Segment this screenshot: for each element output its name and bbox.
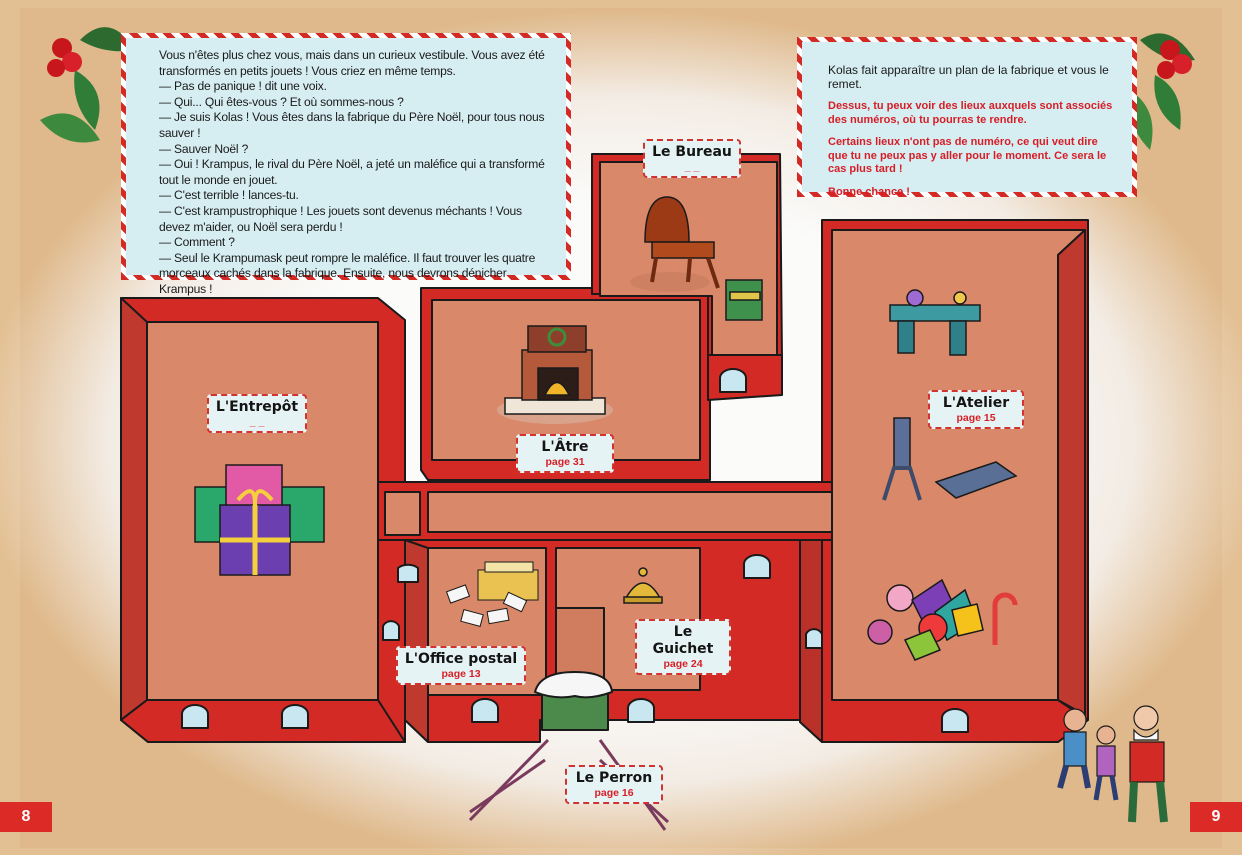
info-line: Certains lieux n'ont pas de numéro, ce q… [828, 136, 1107, 175]
workbench-icon [889, 289, 981, 356]
letters-icon [445, 561, 539, 627]
label-page: page 31 [545, 456, 585, 468]
page-number-right: 9 [1190, 802, 1242, 832]
windows [181, 368, 969, 733]
story-line: — Pas de panique ! dit une voix. [159, 79, 327, 94]
label-bureau[interactable]: Le Bureau _ _ [643, 139, 741, 178]
label-page: page 13 [441, 668, 481, 680]
label-atre[interactable]: L'Âtre page 31 [516, 434, 614, 473]
label-atelier[interactable]: L'Atelier page 15 [928, 390, 1024, 429]
label-page: _ _ [684, 161, 700, 173]
label-page: page 24 [663, 658, 703, 670]
page-number-left: 8 [0, 802, 52, 832]
story-line: — Je suis Kolas ! Vous êtes dans la fabr… [159, 110, 545, 140]
armchair-icon [630, 196, 763, 321]
label-name: L'Office postal [404, 651, 518, 667]
desk-bell-icon [623, 567, 663, 604]
story-panel: Vous n'êtes plus chez vous, mais dans un… [121, 33, 571, 296]
story-line: — C'est krampustrophique ! Les jouets so… [159, 203, 522, 234]
candy-pile-icon [867, 578, 1018, 661]
children-and-kolas-icon [1057, 705, 1168, 823]
label-name: L'Atelier [942, 395, 1010, 411]
story-line: — Oui ! Krampus, le rival du Père Noël, … [159, 157, 545, 187]
holly-right-icon [1129, 33, 1195, 150]
entrance-perron[interactable] [468, 671, 670, 831]
fireplace-icon [497, 325, 613, 424]
label-name: L'Âtre [541, 439, 589, 455]
story-line: Vous n'êtes plus chez vous, mais dans un… [159, 48, 545, 78]
label-name: L'Entrepôt [215, 399, 299, 415]
label-guichet[interactable]: Le Guichet page 24 [635, 619, 731, 675]
info-intro: Kolas fait apparaître un plan de la fabr… [828, 63, 1109, 91]
story-line: — Sauver Noël ? [159, 141, 249, 156]
label-name: Le Bureau [652, 144, 732, 160]
label-page: page 15 [956, 412, 996, 424]
label-name: Le Guichet [652, 624, 714, 657]
label-perron[interactable]: Le Perron page 16 [565, 765, 663, 804]
story-line: — Seul le Krampumask peut rompre le malé… [159, 250, 536, 296]
story-line: — Comment ? [159, 235, 235, 250]
info-panel: Kolas fait apparaître un plan de la fabr… [797, 37, 1137, 198]
label-entrepot[interactable]: L'Entrepôt _ _ [207, 394, 307, 433]
label-name: Le Perron [575, 770, 653, 786]
story-line: — C'est terrible ! lances-tu. [159, 188, 299, 203]
robot-claw-icon [882, 417, 1018, 501]
gift-stack-icon [194, 464, 325, 576]
label-page: page 16 [594, 787, 634, 799]
story-line: — Qui... Qui êtes-vous ? Et où sommes-no… [159, 94, 404, 109]
label-office-postal[interactable]: L'Office postal page 13 [396, 646, 526, 685]
label-page: _ _ [249, 416, 265, 428]
info-line: Dessus, tu peux voir des lieux auxquels … [828, 100, 1113, 126]
corridor [377, 481, 833, 541]
info-line: Bonne chance ! [828, 185, 910, 198]
